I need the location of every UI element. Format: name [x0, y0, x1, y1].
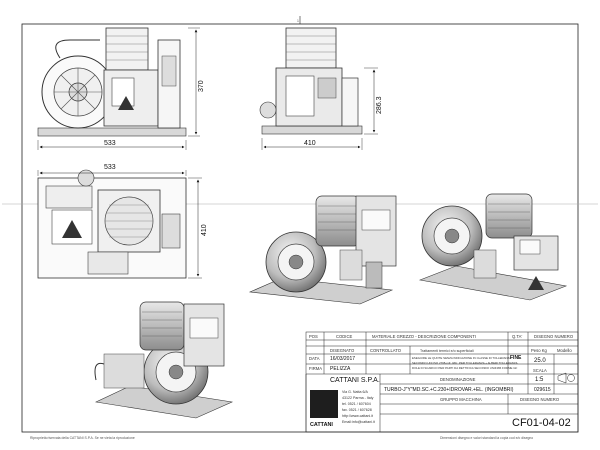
front-width-dimension: 533 — [104, 140, 116, 147]
addr-2: 43122 Parma - Italy — [342, 396, 374, 400]
label-controllato: CONTROLLATO — [370, 348, 402, 353]
doc-number: 029615 — [534, 387, 551, 393]
denominazione-label: DENOMINAZIONE — [440, 377, 476, 382]
notes-line3: DOLE DI SCARICO PER PARTI DA RETTIFICA S… — [412, 366, 517, 370]
label-firma: FIRMA — [309, 366, 322, 371]
date-value: 16/03/2017 — [330, 356, 355, 362]
drawing-code: CF01-04-02 — [512, 417, 571, 429]
addr-5: http://www.cattani.it — [342, 414, 373, 418]
gruppo-label: GRUPPO MACCHINA — [440, 397, 482, 402]
isometric-view-right — [418, 193, 568, 301]
scala-value: 1:5 — [535, 377, 544, 383]
footer-left: Riproprietà riservata della CATTANI S.P.… — [30, 436, 135, 440]
side-width-dimension: 410 — [304, 140, 316, 147]
modello-label: Modello — [557, 348, 572, 353]
addr-3: tel. 0521 / 607604 — [342, 402, 371, 406]
isometric-view-center — [248, 195, 397, 305]
isometric-view-bottom-left — [94, 301, 234, 419]
hdr-qta: Q.TA' — [512, 334, 522, 339]
notes-line2: SECONDO UNI ISO 2768-mK. RIF.: PER TOLLE… — [412, 361, 518, 365]
company-name: CATTANI S.P.A. — [330, 377, 380, 384]
signature-value: PELIZZA — [330, 366, 351, 372]
front-height-dimension: 370 — [198, 80, 205, 92]
hdr-pos: POS — [309, 334, 318, 339]
top-width-dimension: 533 — [104, 164, 116, 171]
title-block — [305, 331, 579, 433]
top-depth-dimension: 410 — [201, 224, 208, 236]
peso-label: Peso Kg — [531, 348, 548, 353]
scala-label: SCALA — [533, 368, 547, 373]
footer-right: Dimensioni disegno e valori standard la … — [440, 436, 533, 440]
notes-fine: FINE — [510, 355, 522, 361]
notes-line1: ESEGUIRE LE QUOTE SENZA INDICAZIONE IN C… — [412, 356, 511, 360]
side-view: 410 286.3 — [259, 27, 383, 150]
addr-4: fax. 0521 / 607628 — [342, 408, 372, 412]
side-height-dimension: 286.3 — [376, 96, 383, 114]
label-disegnato: DISEGNATO — [330, 348, 355, 353]
company-logo-box — [310, 390, 338, 418]
top-view: 533 410 — [37, 164, 208, 279]
hdr-materiale: MATERIALE GREZZO - DESCRIZIONE COMPONENT… — [372, 334, 476, 339]
front-view: 533 370 — [37, 27, 205, 150]
disegno-label: DISEGNO NUMERO — [520, 397, 560, 402]
label-data: DATA — [309, 356, 320, 361]
company-logo-icon: CATTANI — [310, 422, 333, 428]
hdr-codice: CODICE — [336, 334, 352, 339]
hdr-disegno-numero: DISEGNO NUMERO — [534, 334, 574, 339]
peso-value: 25.0 — [534, 358, 546, 364]
svg-text:1: 1 — [297, 19, 299, 23]
denominazione-value: TURBO-J"Y"MD.SC.+C.230+IDROVAR.+EL. (ING… — [384, 387, 514, 393]
treatment-label: Trattamenti termici e/o superficiali — [420, 349, 474, 353]
addr-1: Via G. Natta 6/A — [342, 390, 369, 394]
addr-6: Email:info@cattani.it — [342, 420, 375, 424]
projection-symbol-icon — [557, 372, 575, 384]
